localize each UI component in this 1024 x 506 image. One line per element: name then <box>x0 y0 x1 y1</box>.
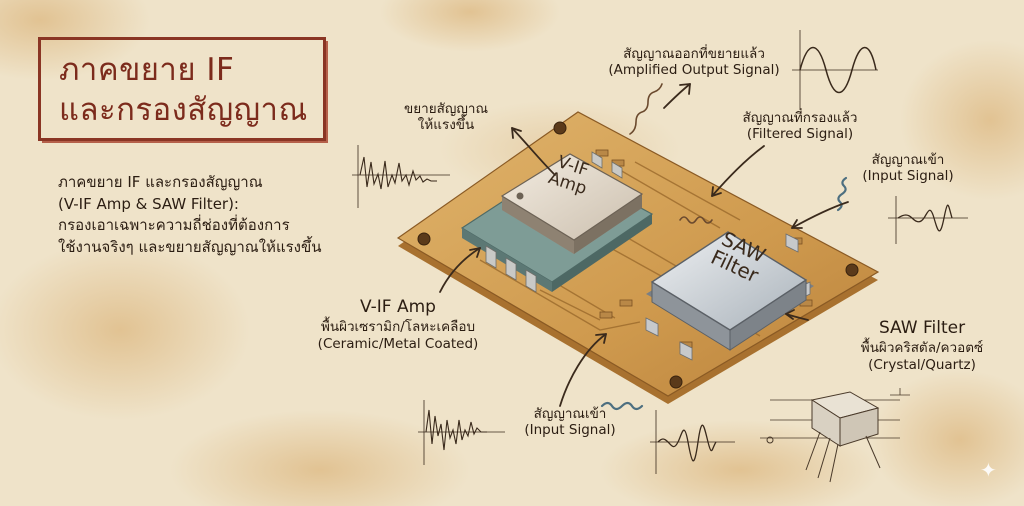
sparkle-icon: ✦ <box>980 458 997 482</box>
saw-filter-label-line: (Crystal/Quartz) <box>868 356 976 373</box>
amplify-label-line: ขยายสัญญาณ <box>404 101 488 117</box>
vif-amp-label-title: V-IF Amp <box>360 297 436 317</box>
title-line-2: และกรองสัญญาณ <box>59 92 308 128</box>
vif-amp-label-line: พื้นผิวเซรามิก/โลหะเคลือบ <box>320 319 476 336</box>
saw-filter-label: SAW Filter พื้นผิวคริสตัล/ควอตซ์ (Crysta… <box>832 318 1012 373</box>
input-signal-label-line: (Input Signal) <box>862 168 954 185</box>
filtered-signal-label: สัญญาณที่กรองแล้ว (Filtered Signal) <box>728 110 872 142</box>
annotation-arrows <box>439 83 849 407</box>
amplify-label: ขยายสัญญาณ ให้แรงขึ้น <box>386 101 506 133</box>
title-line-1: ภาคขยาย IF <box>59 52 235 88</box>
amplified-output-label-line: (Amplified Output Signal) <box>608 62 780 79</box>
input-signal-label-line: สัญญาณเข้า <box>533 406 607 422</box>
description-line: (V-IF Amp & SAW Filter): <box>58 194 239 213</box>
input-signal-label-right: สัญญาณเข้า (Input Signal) <box>848 152 968 184</box>
amplified-squiggle <box>629 83 663 135</box>
input-signal-label-line: (Input Signal) <box>524 422 616 439</box>
input-signal-label-bottom: สัญญาณเข้า (Input Signal) <box>508 406 632 438</box>
saw-filter-label-title: SAW Filter <box>878 318 966 338</box>
amplified-output-label-line: สัญญาณออกที่ขยายแล้ว <box>623 46 765 62</box>
component-sketch <box>760 388 910 483</box>
filtered-signal-label-line: สัญญาณที่กรองแล้ว <box>742 110 858 126</box>
amplified-output-label: สัญญาณออกที่ขยายแล้ว (Amplified Output S… <box>594 46 794 78</box>
input-signal-label-line: สัญญาณเข้า <box>871 152 945 168</box>
amplify-label-line: ให้แรงขึ้น <box>417 117 475 134</box>
title-frame: ภาคขยาย IF และกรองสัญญาณ <box>38 37 326 141</box>
description-line: ภาคขยาย IF และกรองสัญญาณ <box>58 173 263 191</box>
vif-amp-chip <box>460 151 654 293</box>
vif-amp-label-line: (Ceramic/Metal Coated) <box>317 335 479 352</box>
filtered-squiggle <box>679 216 713 224</box>
vif-amp-label: V-IF Amp พื้นผิวเซรามิก/โลหะเคลือบ (Cera… <box>282 297 514 352</box>
description-line: ใช้งานจริงๆ และขยายสัญญาณให้แรงขึ้น <box>58 237 322 256</box>
waveform-sketches <box>352 30 968 474</box>
saw-filter-chip <box>645 231 814 361</box>
saw-filter-label-line: พื้นผิวคริสตัล/ควอตซ์ <box>860 340 984 357</box>
description-line: กรองเอาเฉพาะความถี่ช่องที่ต้องการ <box>58 216 290 234</box>
description: ภาคขยาย IF และกรองสัญญาณ (V-IF Amp & SAW… <box>58 172 358 258</box>
filtered-signal-label-line: (Filtered Signal) <box>746 126 854 143</box>
